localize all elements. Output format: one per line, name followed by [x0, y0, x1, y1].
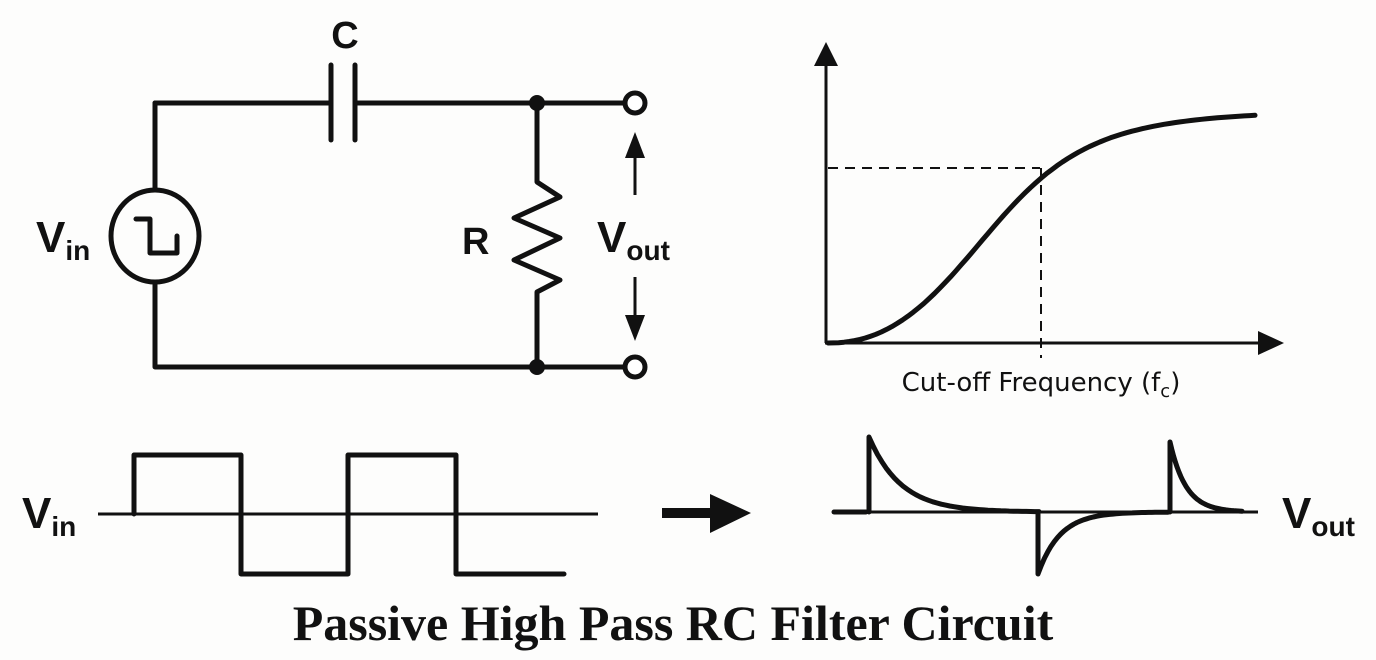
arrow-down-icon — [625, 315, 645, 341]
output-terminal-top — [622, 90, 648, 116]
junction-dot-bottom — [529, 359, 545, 375]
arrow-up-icon — [625, 132, 645, 158]
transform-arrow — [662, 494, 751, 533]
y-axis-arrow-icon — [814, 42, 838, 66]
square-wave — [131, 452, 567, 577]
wire-left-bottom — [152, 279, 628, 370]
positive-spike-2 — [1167, 439, 1245, 515]
source-label: Vin — [36, 213, 90, 266]
output-label: Vout — [597, 213, 670, 266]
negative-spike — [1035, 509, 1171, 577]
output-terminal-bottom — [622, 354, 648, 380]
x-axis-arrow-icon — [1258, 331, 1284, 355]
ac-source-icon — [108, 187, 202, 285]
input-waveform: Vin — [22, 452, 598, 577]
gain-curve — [825, 112, 1258, 346]
frequency-response-plot: Cut-off Frequency (fc) — [814, 42, 1284, 402]
positive-spike-1 — [866, 434, 1042, 515]
x-axis-label: Cut-off Frequency (fc) — [902, 368, 1181, 402]
input-waveform-label: Vin — [22, 489, 76, 542]
circuit-schematic: C Vin R Vout — [36, 15, 670, 380]
resistor-icon — [511, 100, 563, 370]
output-waveform: Vout — [831, 434, 1355, 577]
resistor-label: R — [462, 221, 489, 263]
transform-arrow-icon — [710, 494, 751, 533]
capacitor-label: C — [331, 15, 358, 57]
junction-dot-top — [529, 95, 545, 111]
diagram-title: Passive High Pass RC Filter Circuit — [293, 595, 1054, 651]
output-waveform-label: Vout — [1282, 489, 1355, 542]
square-wave-glyph-icon — [133, 216, 180, 256]
